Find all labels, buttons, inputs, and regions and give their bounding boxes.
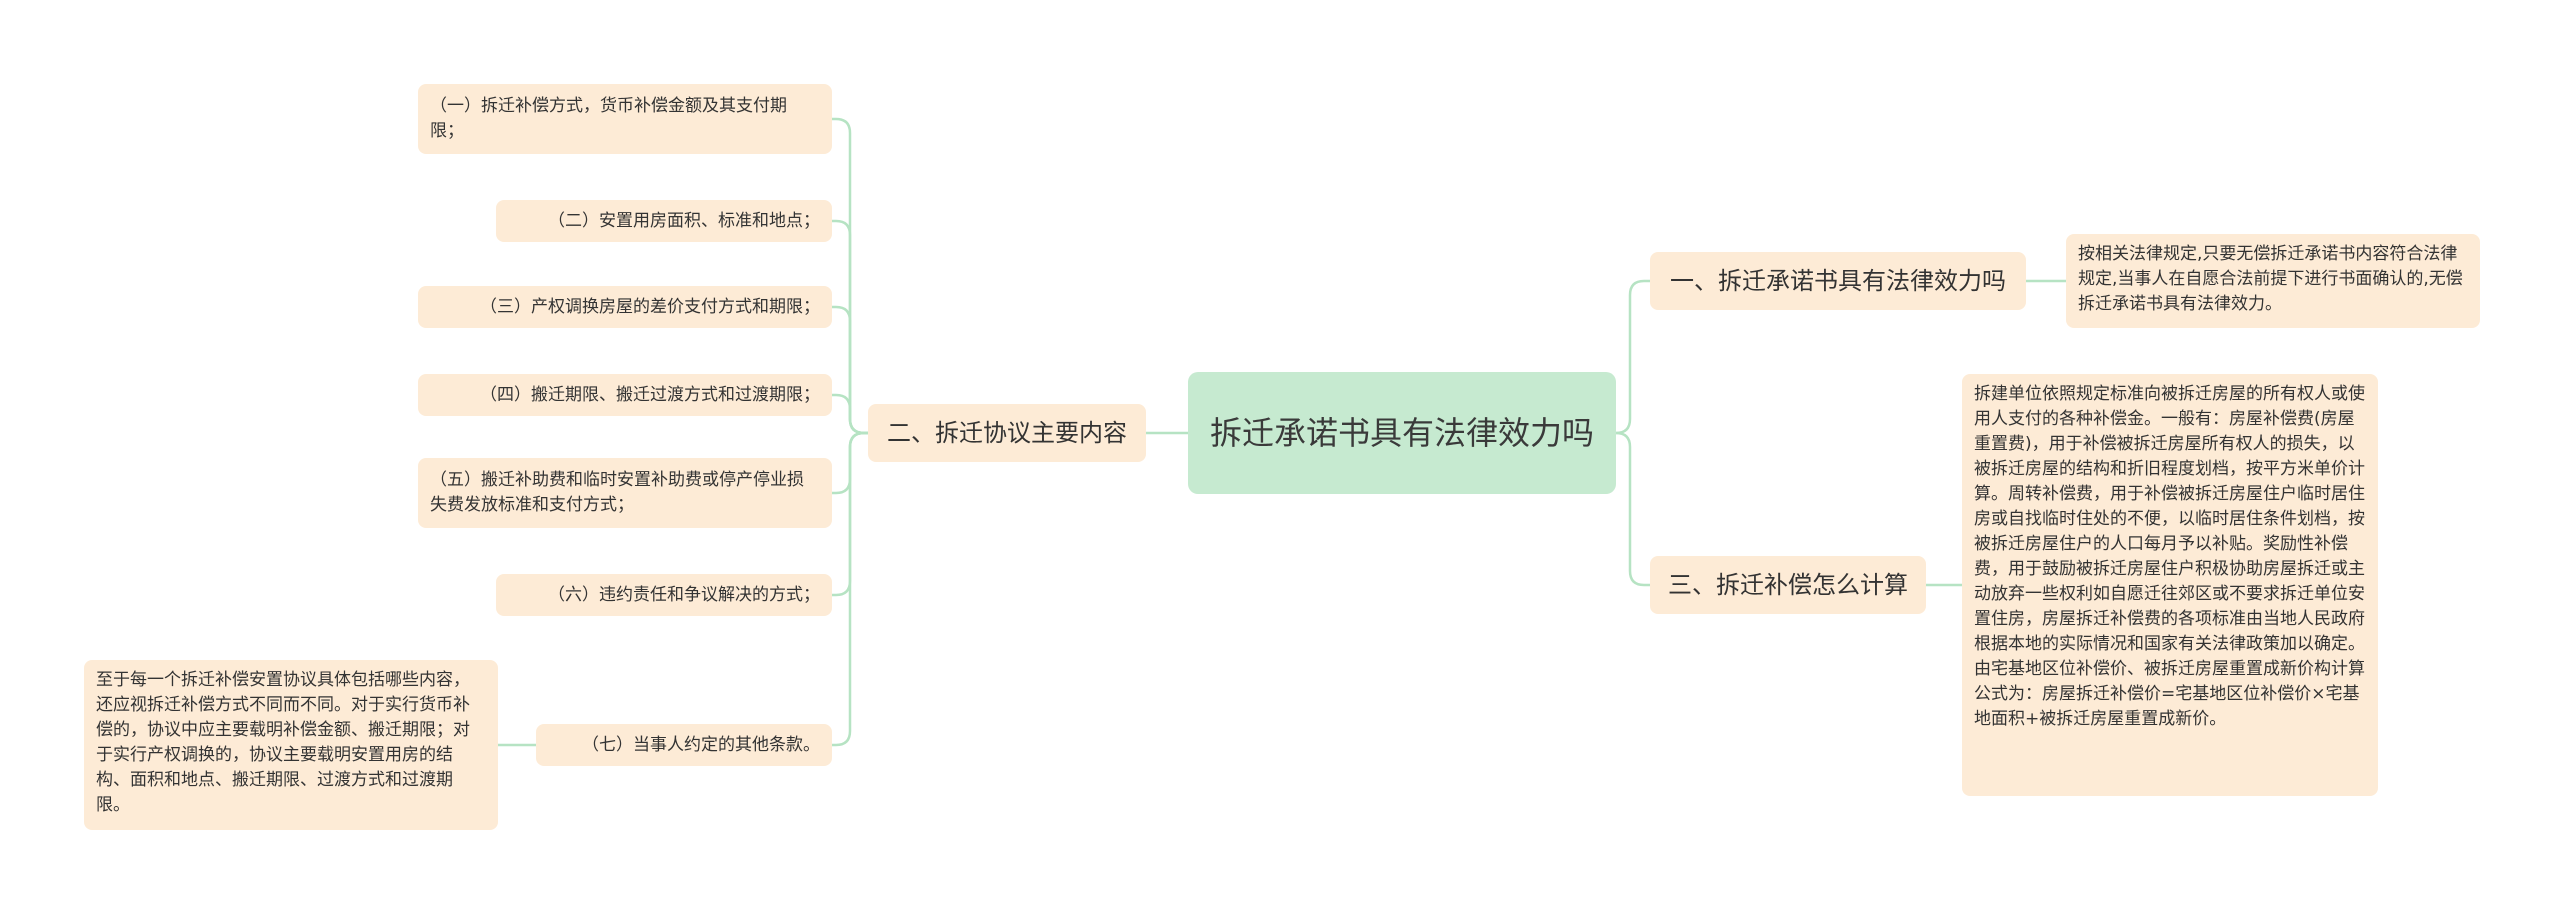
agreement-item-1[interactable]: （一）拆迁补偿方式，货币补偿金额及其支付期限； <box>418 84 832 154</box>
agreement-item-2-text: （二）安置用房面积、标准和地点； <box>548 210 820 231</box>
branch-legal-effect-label: 一、拆迁承诺书具有法律效力吗 <box>1670 267 2006 295</box>
connector-branch2-item-4 <box>832 393 868 435</box>
legal-effect-explanation-text: 按相关法律规定,只要无偿拆迁承诺书内容符合法律规定,当事人在自愿合法前提下进行书… <box>2078 244 2463 314</box>
connector-root-branch3 <box>1615 431 1650 587</box>
branch-agreement-contents-label: 二、拆迁协议主要内容 <box>887 419 1127 447</box>
agreement-item-6[interactable]: （六）违约责任和争议解决的方式； <box>496 574 832 616</box>
agreement-item-7-text: （七）当事人约定的其他条款。 <box>582 734 820 755</box>
agreement-item-1-text: （一）拆迁补偿方式，货币补偿金额及其支付期限； <box>430 96 787 141</box>
root-topic[interactable]: 拆迁承诺书具有法律效力吗 <box>1188 372 1616 494</box>
agreement-item-4-text: （四）搬迁期限、搬迁过渡方式和过渡期限； <box>480 384 820 405</box>
agreement-item-4[interactable]: （四）搬迁期限、搬迁过渡方式和过渡期限； <box>418 374 832 416</box>
agreement-item-5-text: （五）搬迁补助费和临时安置补助费或停产停业损失费发放标准和支付方式； <box>430 470 804 515</box>
compensation-explanation-text: 拆建单位依照规定标准向被拆迁房屋的所有权人或使用人支付的各种补偿金。一般有：房屋… <box>1974 384 2365 729</box>
agreement-item-2[interactable]: （二）安置用房面积、标准和地点； <box>496 200 832 242</box>
agreement-note-text: 至于每一个拆迁补偿安置协议具体包括哪些内容，还应视拆迁补偿方式不同而不同。对于实… <box>96 670 470 815</box>
agreement-item-5[interactable]: （五）搬迁补助费和临时安置补助费或停产停业损失费发放标准和支付方式； <box>418 458 832 528</box>
agreement-item-3-text: （三）产权调换房屋的差价支付方式和期限； <box>480 296 820 317</box>
compensation-explanation[interactable]: 拆建单位依照规定标准向被拆迁房屋的所有权人或使用人支付的各种补偿金。一般有：房屋… <box>1962 374 2378 796</box>
branch-legal-effect[interactable]: 一、拆迁承诺书具有法律效力吗 <box>1650 252 2026 310</box>
branch-compensation-calc-label: 三、拆迁补偿怎么计算 <box>1668 571 1908 599</box>
legal-effect-explanation[interactable]: 按相关法律规定,只要无偿拆迁承诺书内容符合法律规定,当事人在自愿合法前提下进行书… <box>2066 234 2480 328</box>
branch-compensation-calc[interactable]: 三、拆迁补偿怎么计算 <box>1650 556 1926 614</box>
root-topic-text: 拆迁承诺书具有法律效力吗 <box>1209 414 1594 452</box>
branch-agreement-contents[interactable]: 二、拆迁协议主要内容 <box>868 404 1146 462</box>
connector-branch2-item-7 <box>832 431 868 747</box>
agreement-item-7[interactable]: （七）当事人约定的其他条款。 <box>536 724 832 766</box>
connector-root-branch1 <box>1615 279 1650 435</box>
agreement-item-3[interactable]: （三）产权调换房屋的差价支付方式和期限； <box>418 286 832 328</box>
agreement-item-6-text: （六）违约责任和争议解决的方式； <box>548 584 820 605</box>
agreement-note[interactable]: 至于每一个拆迁补偿安置协议具体包括哪些内容，还应视拆迁补偿方式不同而不同。对于实… <box>84 660 498 830</box>
